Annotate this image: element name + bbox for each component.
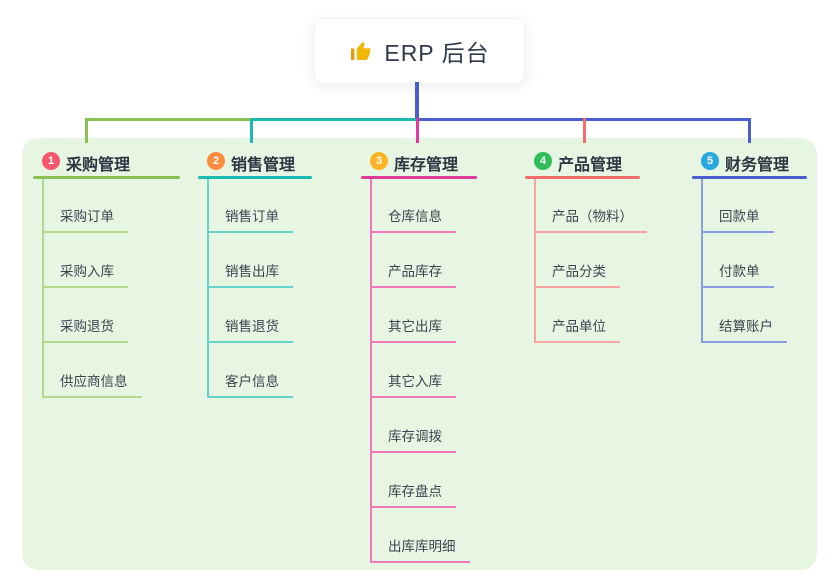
- branch-item[interactable]: 销售退货: [207, 315, 293, 343]
- branch-header-label[interactable]: 产品管理: [558, 157, 623, 174]
- branch-child-vline: [701, 179, 703, 342]
- branch-child-vline: [370, 179, 372, 562]
- branch-item[interactable]: 其它出库: [370, 315, 456, 343]
- branch-header-underline: [692, 176, 807, 179]
- thumbs-up-icon: [351, 41, 372, 60]
- branch-item[interactable]: 结算账户: [701, 315, 787, 343]
- branch-item[interactable]: 库存调拨: [370, 425, 456, 453]
- branch-item[interactable]: 产品单位: [534, 315, 620, 343]
- branch-item[interactable]: 仓库信息: [370, 205, 456, 233]
- branch-connector-line: [85, 118, 88, 143]
- root-node[interactable]: ERP 后台: [314, 18, 525, 84]
- bus-line-segment: [252, 118, 417, 121]
- branch-number-badge: 5: [701, 152, 719, 170]
- branch-number-badge: 2: [207, 152, 225, 170]
- branch-header-label[interactable]: 采购管理: [66, 157, 131, 174]
- branch-item[interactable]: 客户信息: [207, 370, 293, 398]
- branch-connector-line: [250, 118, 253, 143]
- branch-child-vline: [42, 179, 44, 397]
- branch-child-vline: [207, 179, 209, 397]
- branch-connector-line: [583, 118, 586, 143]
- branch-number-badge: 3: [370, 152, 388, 170]
- branch-item[interactable]: 产品库存: [370, 260, 456, 288]
- branch-child-vline: [534, 179, 536, 342]
- bus-line-segment: [86, 118, 252, 121]
- branch-number-badge: 1: [42, 152, 60, 170]
- branch-connector-line: [748, 118, 751, 143]
- branch-header-label[interactable]: 财务管理: [725, 157, 790, 174]
- branch-header-underline: [198, 176, 312, 179]
- branch-item[interactable]: 回款单: [701, 205, 774, 233]
- branches-panel: [22, 138, 817, 570]
- branch-header-underline: [361, 176, 477, 179]
- branch-item[interactable]: 销售出库: [207, 260, 293, 288]
- branch-number-badge: 4: [534, 152, 552, 170]
- root-node-label: ERP 后台: [384, 40, 490, 66]
- branch-header-label[interactable]: 销售管理: [231, 157, 296, 174]
- branch-item[interactable]: 库存盘点: [370, 480, 456, 508]
- branch-item[interactable]: 其它入库: [370, 370, 456, 398]
- branch-item[interactable]: 产品分类: [534, 260, 620, 288]
- branch-item[interactable]: 出库库明细: [370, 535, 470, 563]
- branch-item[interactable]: 产品（物料）: [534, 205, 647, 233]
- branch-header-underline: [33, 176, 180, 179]
- branch-connector-line: [416, 118, 419, 143]
- branch-item[interactable]: 销售订单: [207, 205, 293, 233]
- branch-header-label[interactable]: 库存管理: [394, 157, 459, 174]
- branch-item[interactable]: 供应商信息: [42, 370, 142, 398]
- root-connector-line: [415, 82, 419, 121]
- branch-item[interactable]: 采购订单: [42, 205, 128, 233]
- branch-item[interactable]: 采购退货: [42, 315, 128, 343]
- branch-item[interactable]: 采购入库: [42, 260, 128, 288]
- branch-item[interactable]: 付款单: [701, 260, 774, 288]
- branch-header-underline: [525, 176, 640, 179]
